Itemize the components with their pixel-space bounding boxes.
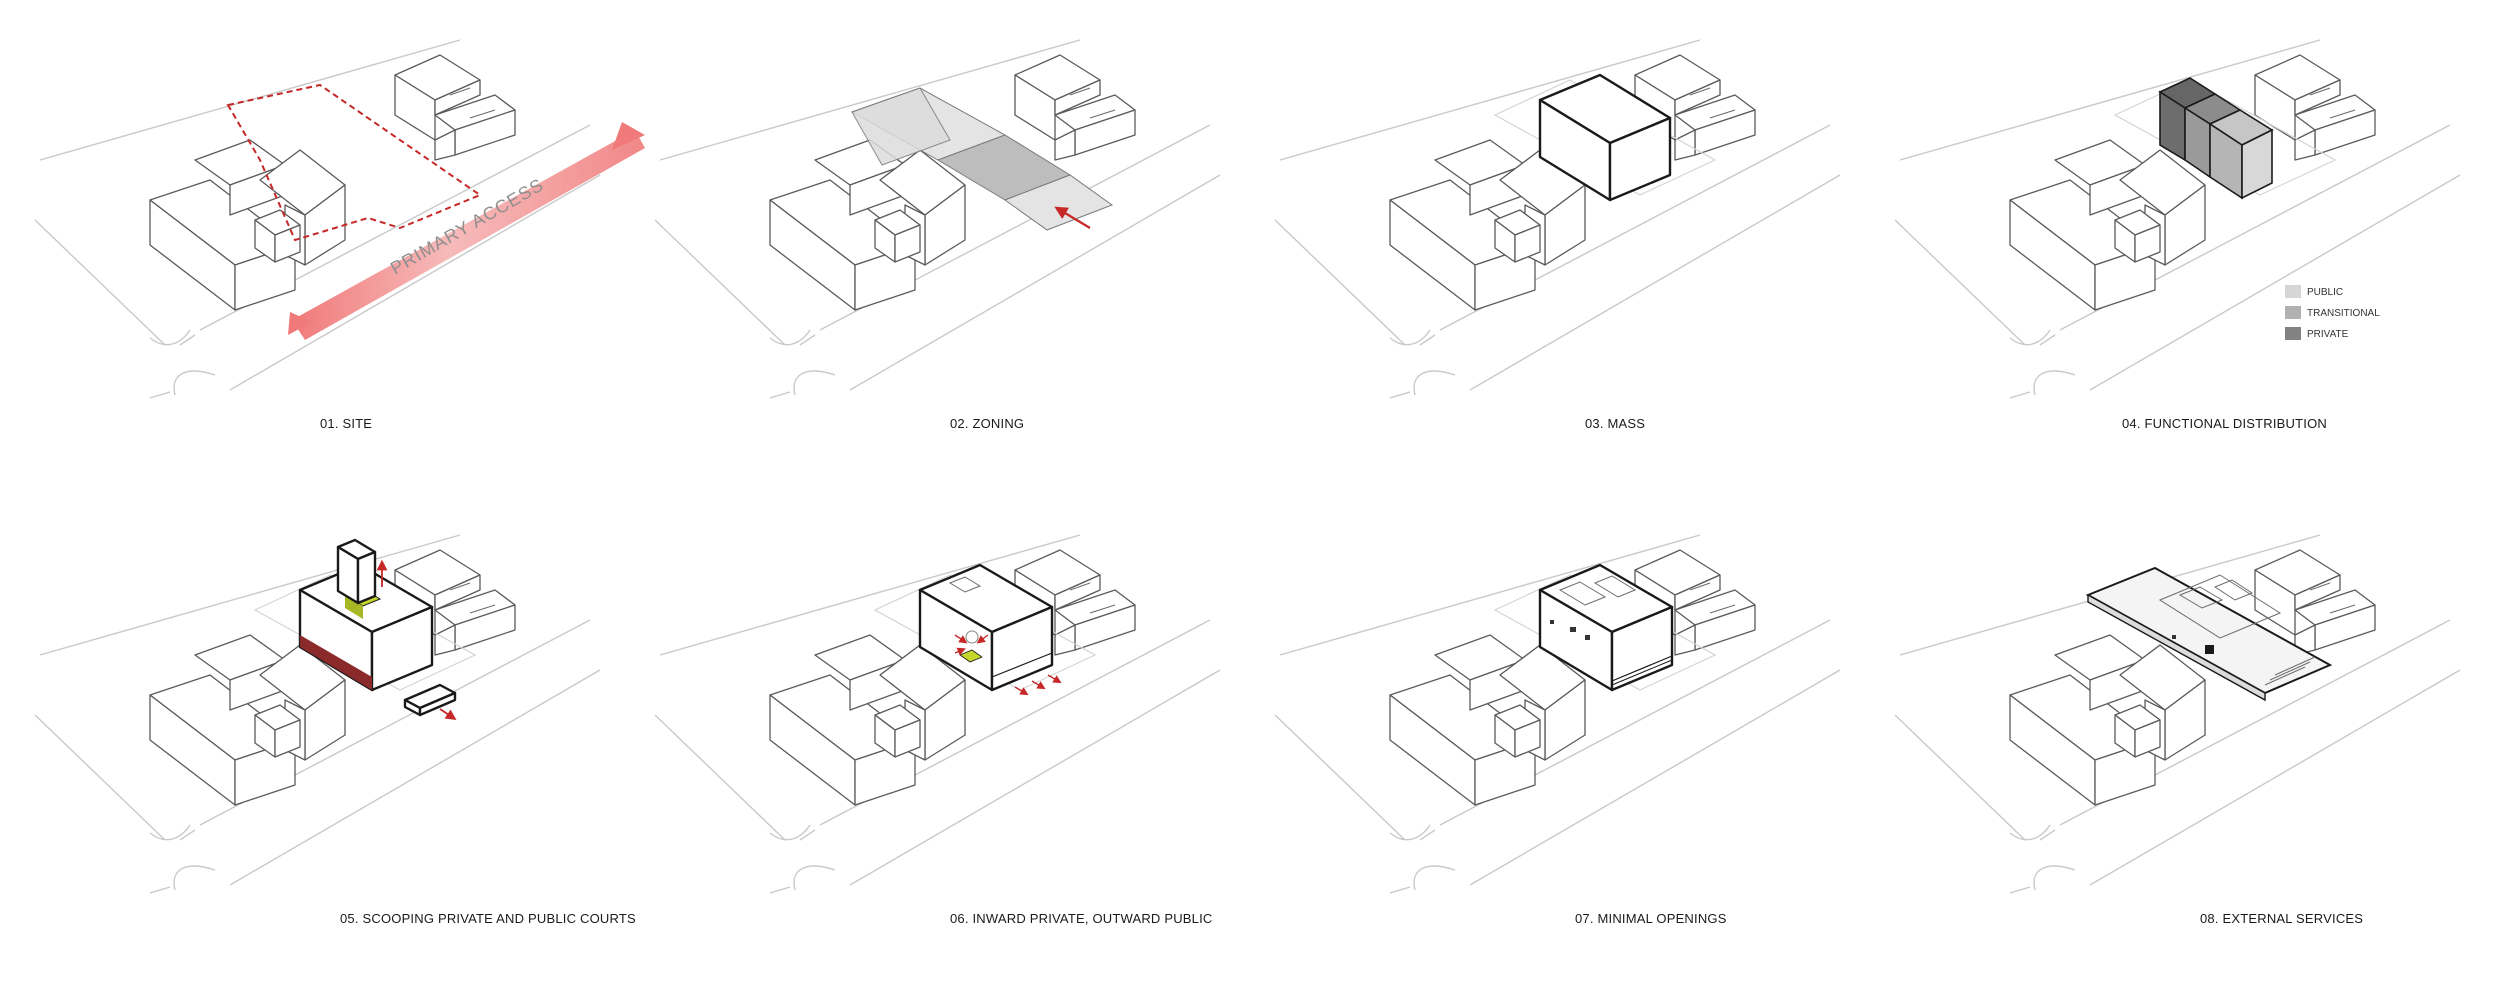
legend-item-private: PRIVATE <box>2285 327 2349 340</box>
legend-item-public: PUBLIC <box>2285 285 2343 298</box>
building-mass <box>1538 73 1672 202</box>
panel-03-mass: 03. MASS <box>1274 39 1841 431</box>
oriented-mass <box>918 563 1062 696</box>
caption-03: 03. MASS <box>1585 416 1645 431</box>
caption-07: 07. MINIMAL OPENINGS <box>1575 911 1727 926</box>
panel-04-functional-distribution: PUBLIC TRANSITIONAL PRIVATE 04. FUNCTION… <box>1894 39 2461 431</box>
caption-08: 08. EXTERNAL SERVICES <box>2200 911 2363 926</box>
panel-07-minimal-openings: 07. MINIMAL OPENINGS <box>1274 534 1841 926</box>
caption-06: 06. INWARD PRIVATE, OUTWARD PUBLIC <box>950 911 1213 926</box>
svg-text:PUBLIC: PUBLIC <box>2307 287 2343 298</box>
svg-text:PRIVATE: PRIVATE <box>2307 329 2349 340</box>
entry-arrow <box>1054 206 1091 229</box>
panel-06-inward-outward: 06. INWARD PRIVATE, OUTWARD PUBLIC <box>654 534 1221 926</box>
zoning-planes <box>850 87 1114 231</box>
panel-08-external-services: 08. EXTERNAL SERVICES <box>1894 534 2461 926</box>
public-court-band <box>300 635 372 690</box>
caption-02: 02. ZONING <box>950 416 1024 431</box>
zoned-mass <box>2158 77 2274 200</box>
canopy-and-services <box>2085 566 2333 702</box>
panel-05-scooping-courts: 05. SCOOPING PRIVATE AND PUBLIC COURTS <box>34 534 636 926</box>
caption-05: 05. SCOOPING PRIVATE AND PUBLIC COURTS <box>340 911 636 926</box>
primary-access-arrow <box>288 122 645 340</box>
caption-04: 04. FUNCTIONAL DISTRIBUTION <box>2122 416 2327 431</box>
court-wall <box>345 595 363 619</box>
mass-with-openings <box>1538 563 1674 692</box>
caption-01: 01. SITE <box>320 416 372 431</box>
scooped-mass <box>298 538 457 720</box>
svg-text:TRANSITIONAL: TRANSITIONAL <box>2307 308 2380 319</box>
site-boundary <box>226 83 483 242</box>
panel-02-zoning: 02. ZONING <box>654 39 1221 431</box>
legend-item-transitional: TRANSITIONAL <box>2285 306 2380 319</box>
panel-01-site: PRIMARY ACCESS 01. SITE <box>34 39 645 431</box>
zoning-legend: PUBLIC TRANSITIONAL PRIVATE <box>2285 285 2380 340</box>
